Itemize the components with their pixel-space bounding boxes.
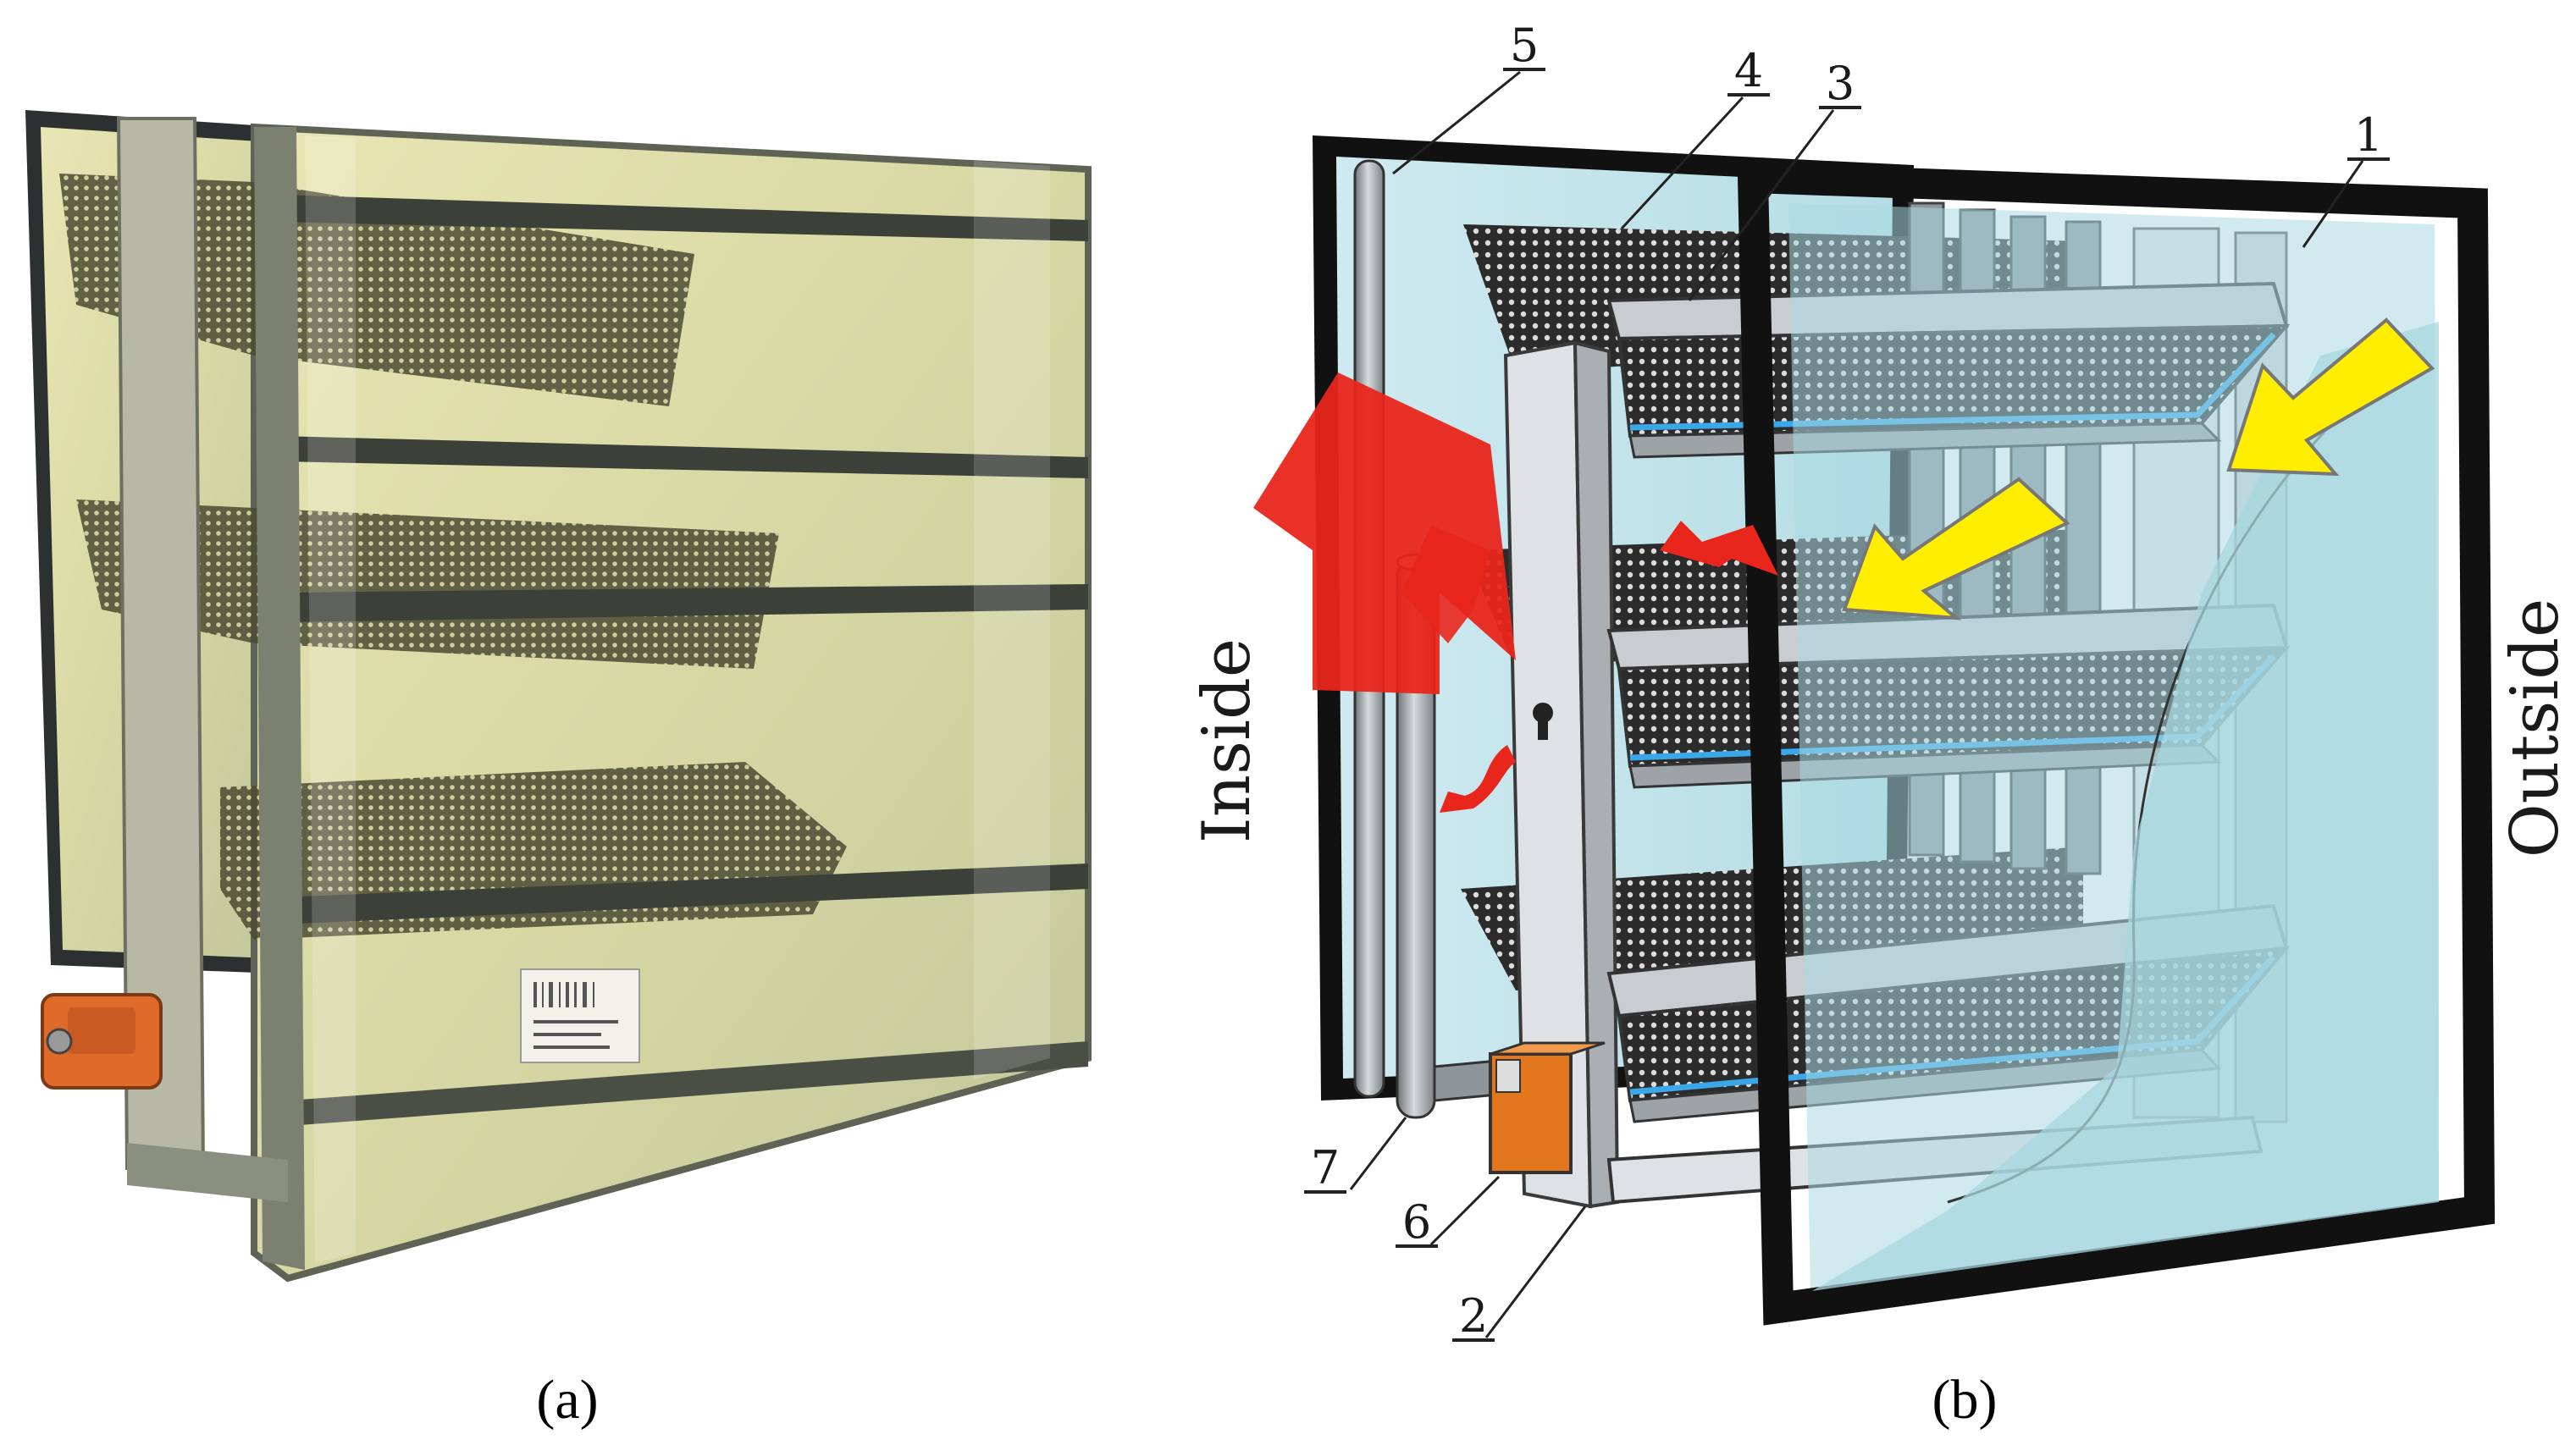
photo-mesh-louver — [76, 499, 779, 669]
photo-louver-bar — [288, 1041, 1088, 1126]
outer-glazing-side — [2473, 203, 2490, 1211]
callout-4: 4 — [1734, 44, 1763, 97]
outflow-arrow-small — [1660, 521, 1778, 576]
photo-mesh-louver — [59, 174, 694, 406]
photo-louver-bar — [279, 863, 1088, 924]
inside-label: Inside — [1189, 638, 1265, 843]
diagram-panel: 5 4 3 1 7 6 2 Inside Outside — [1189, 19, 2573, 1343]
photo-bottom-rail — [127, 1143, 288, 1202]
photo-louver-bar — [279, 195, 1088, 241]
callout-1: 1 — [2354, 108, 2383, 162]
photo-panel — [25, 110, 1092, 1283]
photo-sticker-barcode — [533, 982, 618, 1049]
callout-6: 6 — [1402, 1195, 1431, 1249]
outside-label: Outside — [2497, 599, 2573, 858]
photo-louver-bar — [279, 584, 1088, 622]
callout-7: 7 — [1311, 1141, 1340, 1194]
photo-aluminium-post — [254, 127, 305, 1270]
photo-glass-reflection — [305, 135, 356, 1263]
callout-underlines — [1304, 68, 2390, 1342]
photo-glass-reflection — [974, 161, 1050, 1079]
heat-wave-icon — [1440, 745, 1516, 813]
callout-3: 3 — [1826, 57, 1855, 110]
photo-louver-bar — [279, 436, 1088, 478]
outer-glazing-shade — [1812, 322, 2439, 1291]
inflow-arrow-upper — [2226, 317, 2435, 477]
inflow-arrow-lower — [1842, 477, 2070, 621]
caption-a: (a) — [536, 1369, 598, 1431]
outer-glazing — [1737, 162, 2496, 1326]
outflow-arrow-large — [1253, 372, 1516, 694]
callout-2: 2 — [1459, 1289, 1488, 1343]
keyhole-icon — [1533, 703, 1553, 740]
outflow-arrow-stub — [1401, 525, 1490, 643]
photo-glass-box — [251, 123, 1092, 1283]
callout-5: 5 — [1510, 19, 1539, 72]
callout-leaders — [1349, 70, 2364, 1338]
caption-b: (b) — [1932, 1369, 1998, 1431]
photo-actuator — [41, 993, 163, 1090]
actuator-box — [1489, 1041, 1606, 1174]
